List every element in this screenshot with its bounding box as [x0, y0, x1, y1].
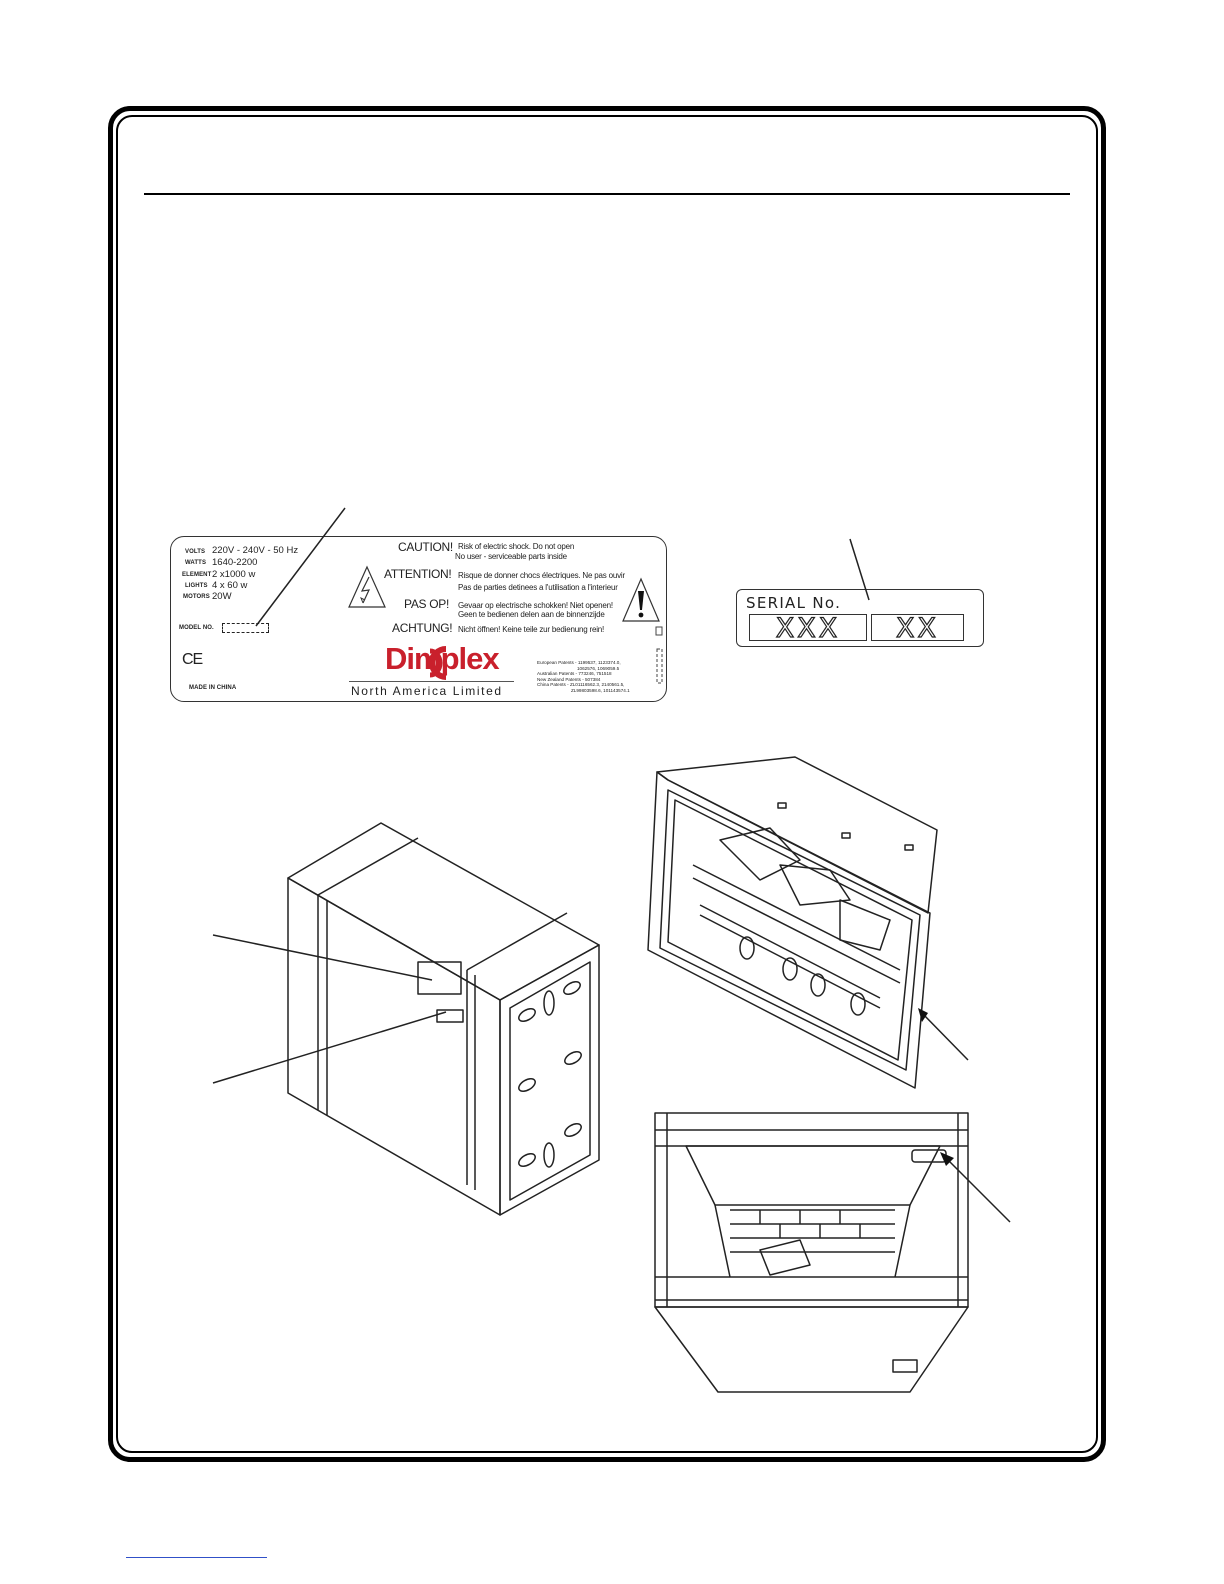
serial-number-leader: [849, 538, 870, 601]
serial-label-text: SERIAL No.: [746, 594, 842, 612]
brand-subtitle: North America Limited: [351, 684, 503, 698]
shock-hazard-icon: [348, 565, 386, 608]
patent-line: European Patents - 1199537, 1123374.0,: [537, 660, 621, 665]
watts-value: 1640-2200: [212, 557, 258, 568]
patent-line: ZL99803598.6, 101143574.1: [571, 687, 630, 693]
model-label: MODEL NO.: [179, 625, 214, 631]
warning-word-fr: ATTENTION!: [384, 567, 452, 581]
patent-line: China Patents - ZL01116562.3, 2140561.5,: [537, 682, 625, 688]
arrow-head-icon: [918, 1008, 928, 1022]
model-number-box: [222, 623, 269, 633]
serial-part-2: XX: [871, 614, 964, 643]
carton-drawing: [212, 822, 600, 1216]
lights-value: 4 x 60 w: [212, 580, 248, 591]
warning-word-nl: PAS OP!: [404, 597, 450, 611]
volts-value: 220V - 240V - 50 Hz: [212, 545, 299, 556]
firebox-front-drawing: [654, 1112, 1011, 1393]
rating-plate: VOLTS 220V - 240V - 50 Hz WATTS 1640-220…: [170, 536, 667, 702]
page-frame-outer: [108, 106, 1106, 1462]
warning-word-en: CAUTION!: [398, 540, 453, 554]
dimplex-logo-icon: [429, 646, 447, 680]
motors-value: 20W: [212, 591, 232, 602]
arrow-head-icon: [940, 1152, 954, 1166]
warning-line1-nl: Gevaar op electrische schokken! Niet ope…: [458, 601, 613, 610]
element-value: 2 x1000 w: [212, 569, 256, 580]
warning-line1-de: Nicht öffnen! Keine teile zur bedienung …: [458, 625, 605, 634]
warning-line2-fr: Pas de parties detinees a l'utilisation …: [458, 583, 618, 592]
warning-word-de: ACHTUNG!: [392, 621, 453, 635]
warning-exclamation-icon: [622, 577, 660, 622]
made-in-label: MADE IN CHINA: [189, 685, 237, 691]
serial-label: SERIAL No. XXX XX: [736, 589, 984, 647]
ce-mark: CE: [182, 651, 203, 668]
element-label: ELEMENT: [182, 572, 212, 578]
patents-block: European Patents - 1199537, 1123374.0, 1…: [537, 660, 630, 694]
patent-line: Australian Patents - 773246, 751518: [537, 671, 612, 677]
patent-line: New Zealand Patents - 507384: [537, 676, 601, 682]
plate-side-marks: [655, 626, 663, 684]
warning-line1-en: Risk of electric shock. Do not open: [458, 542, 575, 551]
firebox-perspective-drawing: [647, 756, 969, 1089]
volts-label: VOLTS: [185, 549, 206, 555]
serial-part-1: XXX: [749, 614, 867, 643]
footer-link-underline: [126, 1557, 267, 1558]
header-rule: [144, 193, 1070, 195]
brand-name: Dimplex: [385, 641, 500, 676]
lights-label: LIGHTS: [185, 583, 208, 589]
warning-line2-nl: Geen te bedienen delen aan de binnenzijd…: [458, 610, 605, 619]
watts-label: WATTS: [185, 560, 207, 566]
patent-line: 1062576, 1069059.5: [577, 665, 620, 671]
model-number-leader: [255, 507, 346, 627]
motors-label: MOTORS: [183, 594, 210, 600]
brand-underline: [349, 681, 514, 682]
warning-line1-fr: Risque de donner chocs électriques. Ne p…: [458, 571, 625, 580]
warning-line2-en: No user - serviceable parts inside: [455, 552, 567, 561]
page-frame-inner: [116, 115, 1098, 1453]
